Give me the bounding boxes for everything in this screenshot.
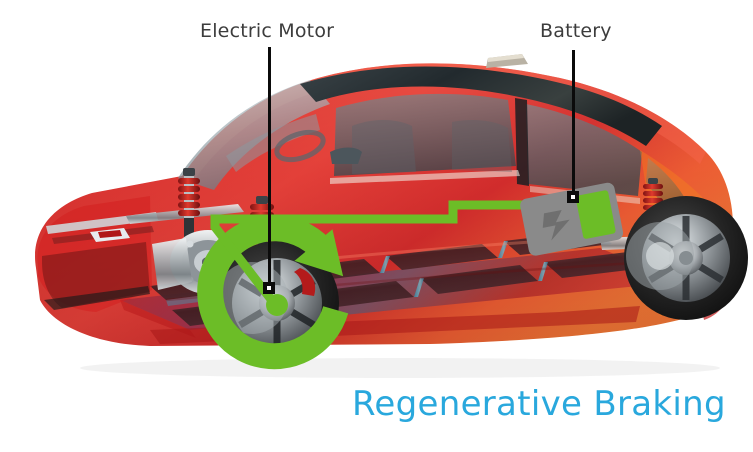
rear-wheel <box>624 196 748 320</box>
leader-line-electric-motor <box>268 47 271 288</box>
wheel-rotation-arrow <box>197 215 349 370</box>
leader-line-battery <box>572 50 575 197</box>
page-title: Regenerative Braking <box>352 384 726 424</box>
regenerative-energy-path <box>210 200 545 316</box>
callout-label-battery: Battery <box>540 20 612 42</box>
leader-marker-electric-motor <box>263 282 275 294</box>
battery-icon <box>520 182 624 256</box>
leader-marker-battery <box>567 191 579 203</box>
callout-label-electric-motor: Electric Motor <box>200 20 335 42</box>
car-greenhouse <box>178 54 686 204</box>
